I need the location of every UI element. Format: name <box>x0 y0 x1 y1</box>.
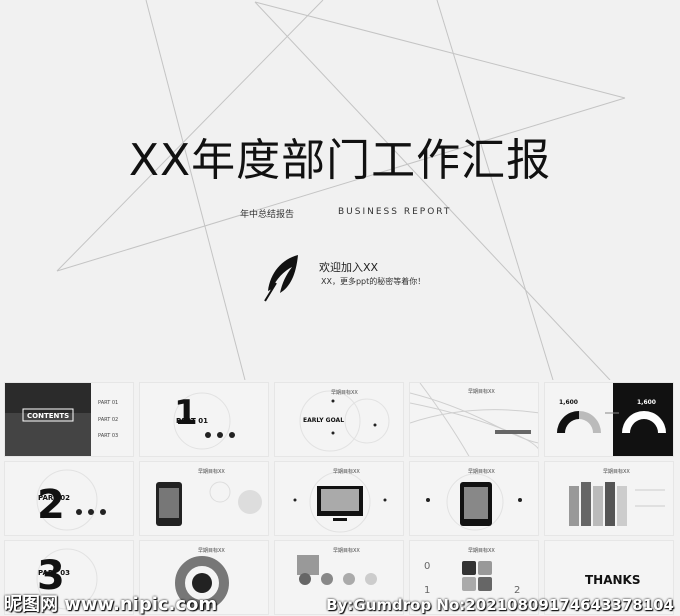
thanks-title: THANKS <box>585 573 641 587</box>
watermark-right: By:Gumdrop No:20210809174643378104 <box>326 596 674 614</box>
wave-title: 早期目标XX <box>468 389 495 395</box>
hero-subtitle-cn: 年中总结报告 <box>240 210 295 220</box>
tiles-number-a: 0 <box>424 561 431 572</box>
hero-line-art <box>56 0 626 380</box>
thumb-phone[interactable]: 早期目标XX <box>139 461 269 536</box>
phone-title: 早期目标XX <box>198 469 225 475</box>
welcome-text: 欢迎加入XX <box>319 261 379 274</box>
stats-title: 早期目标XX <box>333 548 360 554</box>
thumb-early-goal[interactable]: 早期目标XX EARLY GOAL <box>274 382 404 457</box>
hero-slide: XX年度部门工作汇报 年中总结报告 BUSINESS REPORT 欢迎加入XX… <box>56 0 626 380</box>
part3-label: PART 03 <box>38 569 70 577</box>
contents-item-2: PART 02 <box>98 417 119 423</box>
thumb-wave[interactable]: 早期目标XX <box>409 382 539 457</box>
feather-icon <box>264 255 298 302</box>
thumb-part-2[interactable]: 2 PART 02 <box>4 461 134 536</box>
part1-label: PART 01 <box>176 417 208 425</box>
tiles-number-b: 1 <box>424 585 431 596</box>
thumb-tiles[interactable]: 早期目标XX 0 1 2 <box>409 540 539 615</box>
cycle-title: 早期目标XX <box>198 548 225 554</box>
tagline-text: XX，更多ppt的秘密等着你！ <box>321 277 426 286</box>
thumb-thanks[interactable]: THANKS <box>544 540 674 615</box>
early-goal-label: EARLY GOAL <box>303 417 345 424</box>
gauge-value-b: 1,600 <box>637 399 656 406</box>
thumb-contents[interactable]: CONTENTS PART 01 PART 02 PART 03 <box>4 382 134 457</box>
hero-title: XX年度部门工作汇报 <box>128 135 552 186</box>
gauge-value-a: 1,600 <box>559 399 578 406</box>
early-goal-title: 早期目标XX <box>331 390 358 396</box>
tablet-title: 早期目标XX <box>468 469 495 475</box>
contents-item-1: PART 01 <box>98 400 119 406</box>
part3-number: 3 <box>37 553 65 599</box>
part2-number: 2 <box>37 482 65 528</box>
thumb-part-3[interactable]: 3 PART 03 <box>4 540 134 615</box>
thumb-gauge[interactable]: 1,600 1,600 <box>544 382 674 457</box>
thumb-tablet[interactable]: 早期目标XX <box>409 461 539 536</box>
contents-item-3: PART 03 <box>98 433 119 439</box>
gallery-title: 早期目标XX <box>603 469 630 475</box>
thumb-stats[interactable]: 早期目标XX <box>274 540 404 615</box>
tiles-number-c: 2 <box>514 585 521 596</box>
watermark-left: 昵图网 www.nipic.com <box>4 594 218 615</box>
thumb-cycle[interactable]: 早期目标XX <box>139 540 269 615</box>
monitor-title: 早期目标XX <box>333 469 360 475</box>
tiles-title: 早期目标XX <box>468 548 495 554</box>
hero-subtitle-en: BUSINESS REPORT <box>338 207 452 217</box>
slide-thumbnail-grid: CONTENTS PART 01 PART 02 PART 03 1 PART … <box>4 382 680 616</box>
part2-label: PART 02 <box>38 494 70 502</box>
thumb-gallery[interactable]: 早期目标XX <box>544 461 674 536</box>
thumb-part-1[interactable]: 1 PART 01 <box>139 382 269 457</box>
part1-number: 1 <box>174 393 198 433</box>
thumb-monitor[interactable]: 早期目标XX <box>274 461 404 536</box>
contents-title: CONTENTS <box>27 412 70 420</box>
